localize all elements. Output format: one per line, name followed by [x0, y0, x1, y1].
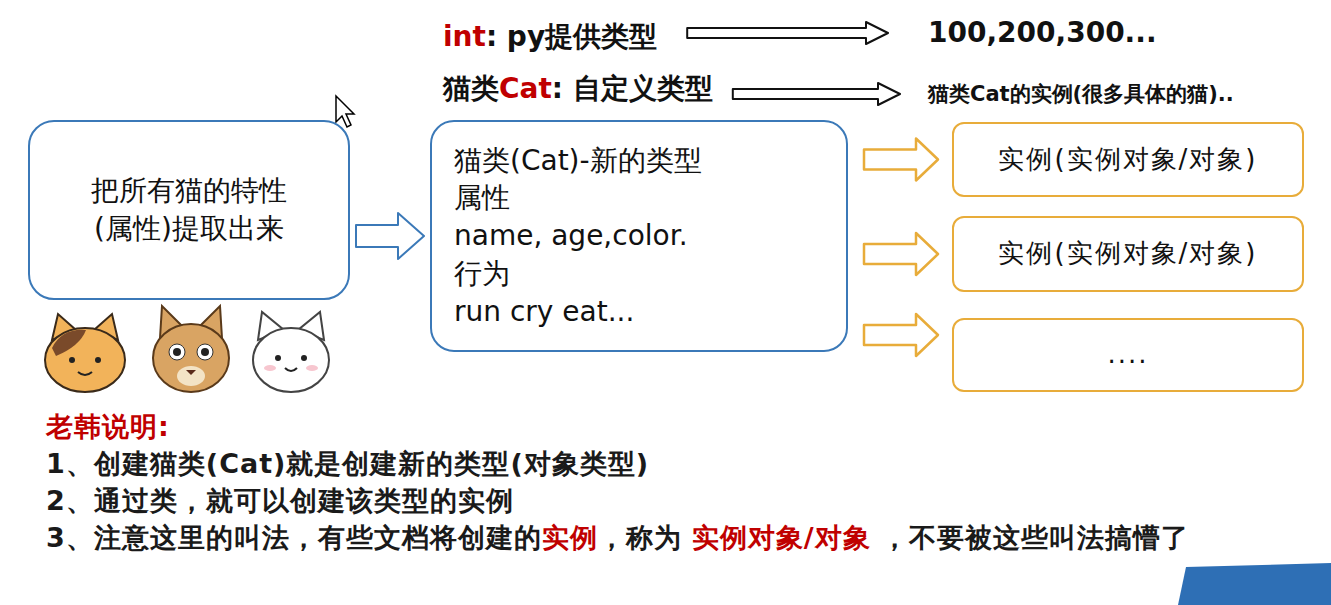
note-text: 实例对象/对象	[692, 522, 871, 553]
caption-text: 猫类	[443, 72, 499, 105]
block-arrow	[356, 213, 424, 259]
caption-text: Cat	[499, 72, 552, 105]
block-arrow	[864, 233, 938, 275]
instance-box: ....	[952, 318, 1304, 392]
box-text: 把所有猫的特性 (属性)提取出来	[74, 172, 304, 248]
note-line: 老韩说明:	[46, 408, 1296, 445]
note-text: 实例	[542, 522, 598, 553]
instance-box: 实例(实例对象/对象)	[952, 122, 1304, 197]
note-text: ，不要被这些叫法搞懵了	[881, 522, 1189, 553]
value-caption: 猫类Cat的实例(很多具体的猫)..	[928, 80, 1234, 108]
box-text: 实例(实例对象/对象)	[998, 142, 1257, 177]
block-arrow	[733, 83, 900, 105]
cat-icon	[253, 312, 329, 392]
box-text: 实例(实例对象/对象)	[998, 236, 1257, 271]
box-text: name, age,color.	[454, 217, 824, 255]
note-heading: 老韩说明:	[46, 411, 170, 442]
note-text: 2、通过类，就可以创建该类型的实例	[46, 485, 514, 516]
box-text: 行为	[454, 255, 824, 293]
block-arrow	[864, 314, 938, 356]
instance-box: 实例(实例对象/对象)	[952, 216, 1304, 292]
box-text: ....	[1107, 337, 1148, 372]
mouse-cursor	[336, 96, 354, 127]
box-text: run cry eat...	[454, 293, 824, 331]
process-box: 把所有猫的特性 (属性)提取出来	[28, 120, 350, 300]
block-arrow	[864, 139, 938, 181]
note-text: ，称为	[598, 522, 682, 553]
type-caption: 猫类Cat: 自定义类型	[443, 70, 713, 108]
caption-text: int	[443, 20, 486, 53]
box-text: 猫类(Cat)-新的类型	[454, 142, 824, 180]
note-text: 1、创建猫类(Cat)就是创建新的类型(对象类型)	[46, 448, 649, 479]
note-line: 3、注意这里的叫法，有些文档将创建的实例，称为实例对象/对象 ，不要被这些叫法搞懵…	[46, 519, 1296, 556]
block-arrow	[687, 22, 888, 44]
class-box: 猫类(Cat)-新的类型属性name, age,color.行为run cry …	[430, 120, 848, 352]
cat-icon	[153, 306, 229, 392]
cat-icon	[45, 314, 125, 392]
notes-block: 老韩说明: 1、创建猫类(Cat)就是创建新的类型(对象类型) 2、通过类，就可以创…	[46, 408, 1296, 556]
note-text: 3、注意这里的叫法，有些文档将创建的	[46, 522, 542, 553]
corner-band	[1178, 563, 1331, 605]
note-line: 1、创建猫类(Cat)就是创建新的类型(对象类型)	[46, 445, 1296, 482]
type-caption: int: py提供类型	[443, 18, 657, 56]
caption-text: : py提供类型	[486, 20, 657, 53]
caption-text: : 自定义类型	[552, 72, 713, 105]
value-caption: 100,200,300...	[928, 16, 1157, 49]
box-text: 属性	[454, 179, 824, 217]
caption-text: 100,200,300...	[928, 16, 1157, 49]
caption-text: 猫类Cat的实例(很多具体的猫)..	[928, 82, 1234, 106]
note-line: 2、通过类，就可以创建该类型的实例	[46, 482, 1296, 519]
